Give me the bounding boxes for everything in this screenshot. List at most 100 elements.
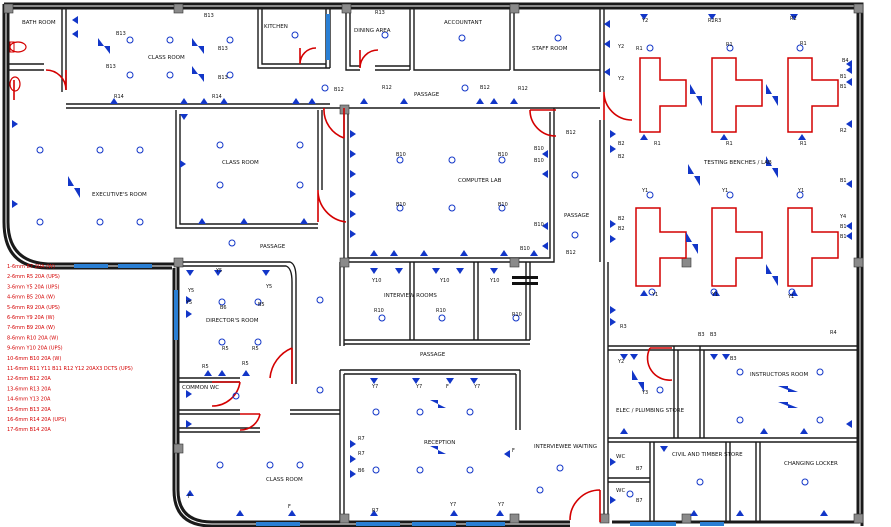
room-label-wc-2: WC bbox=[616, 488, 625, 494]
circuit-tag: B1 bbox=[840, 234, 847, 240]
circuit-tag: B13 bbox=[218, 46, 228, 52]
circuit-tag: R7 bbox=[358, 451, 365, 457]
legend-line: 16-6mm R14 20A (UPS) bbox=[7, 417, 66, 423]
circuit-tag: B12 bbox=[480, 85, 490, 91]
legend-line: 3-6mm Y5 20A (UPS) bbox=[7, 284, 59, 290]
legend-line: 1-6mm B7 20A (W) bbox=[7, 264, 55, 270]
equipment-block bbox=[512, 282, 538, 285]
circuit-tag: Y10 bbox=[489, 278, 499, 284]
legend-line: 6-6mm Y9 20A (W) bbox=[7, 315, 55, 321]
circuit-tag: B1 bbox=[840, 74, 847, 80]
circuit-tag: B2 bbox=[618, 154, 625, 160]
room-label-passage-lower: PASSAGE bbox=[420, 352, 446, 358]
circuit-tag: Y1 bbox=[797, 188, 804, 194]
toilet-fixture bbox=[9, 41, 27, 92]
circuit-tag: R14 bbox=[212, 94, 222, 100]
circuit-tag: Y7 bbox=[371, 384, 378, 390]
circuit-tag: R7 bbox=[372, 508, 379, 514]
circuit-tag: B5 bbox=[258, 302, 265, 308]
circuit-tag: B1 bbox=[840, 178, 847, 184]
circuit-tag: B4 bbox=[842, 58, 849, 64]
legend-line: 9-6mm Y10 20A (UPS) bbox=[7, 346, 63, 352]
room-label-staff: STAFF ROOM bbox=[532, 46, 568, 52]
circuit-tag: Y5 bbox=[187, 288, 194, 294]
room-label-passage-right: PASSAGE bbox=[564, 213, 590, 219]
room-label-computer-lab: COMPUTER LAB bbox=[458, 178, 502, 184]
circuit-tag: Y1 bbox=[721, 188, 728, 194]
circuit-tag: Y1 bbox=[787, 294, 794, 300]
circuit-tag: R1 bbox=[654, 141, 661, 147]
room-label-testing: TESTING BENCHES / LAB bbox=[703, 160, 772, 166]
circuit-tag: R5 bbox=[222, 346, 229, 352]
circuit-tag: Y5 bbox=[185, 300, 192, 306]
circuit-tag: B13 bbox=[116, 31, 126, 37]
circuit-tag: B10 bbox=[498, 202, 508, 208]
circuit-tag: B13 bbox=[204, 13, 214, 19]
circuit-tag: R12 bbox=[382, 85, 392, 91]
legend-line: 10-6mm B10 20A (W) bbox=[7, 356, 61, 362]
legend-line: 5-6mm R9 20A (UPS) bbox=[7, 305, 60, 311]
circuit-tag: Y3 bbox=[641, 390, 648, 396]
circuit-tag: Y2 bbox=[617, 44, 624, 50]
circuit-tags: B13 B13 B13 B13 B13 R13 R14 R14 B12 R12 … bbox=[106, 10, 849, 514]
legend-line: 13-6mm R13 20A bbox=[7, 386, 51, 392]
circuit-tag: B13 bbox=[106, 64, 116, 70]
room-label-executive: EXECUTIVE'S ROOM bbox=[92, 192, 147, 198]
circuit-tag: B3 bbox=[710, 332, 717, 338]
circuit-tag: F bbox=[446, 384, 449, 390]
room-label-classroom-2: CLASS ROOM bbox=[222, 160, 259, 166]
circuit-tag: Y1 bbox=[651, 292, 658, 298]
room-label-interview: INTERVIEW ROOMS bbox=[384, 293, 437, 299]
circuit-tag: R1 bbox=[800, 141, 807, 147]
circuit-tag: R10 bbox=[374, 308, 384, 314]
circuit-tag: B10 bbox=[396, 202, 406, 208]
circuit-tag: F bbox=[188, 494, 191, 500]
circuit-tag: R13 bbox=[375, 10, 385, 16]
circuit-tag: Y10 bbox=[371, 278, 381, 284]
legend-line: 12-6mm B12 20A bbox=[7, 376, 51, 382]
room-label-passage-top: PASSAGE bbox=[414, 92, 440, 98]
circuit-tag: B1 bbox=[840, 84, 847, 90]
room-label-passage-mid: PASSAGE bbox=[260, 244, 286, 250]
circuit-tag: Y5 bbox=[215, 268, 222, 274]
circuit-tag: R2R3 bbox=[708, 18, 721, 24]
circuit-tag: B6 bbox=[358, 468, 365, 474]
circuit-tag: B13 bbox=[218, 75, 228, 81]
circuit-tag: B10 bbox=[396, 152, 406, 158]
circuit-tag: R4 bbox=[830, 330, 837, 336]
circuit-tag: B2 bbox=[618, 226, 625, 232]
circuit-tag: R3 bbox=[620, 324, 627, 330]
room-label-interviewee: INTERVIEWEE WAITING bbox=[534, 444, 597, 450]
circuit-tag: B10 bbox=[534, 146, 544, 152]
circuit-tag: Y7 bbox=[415, 384, 422, 390]
room-label-dining: DINING AREA bbox=[354, 28, 391, 34]
circuit-tag: Y10 bbox=[439, 278, 449, 284]
room-label-accountant: ACCOUNTANT bbox=[444, 20, 483, 26]
circuit-tag: B6 bbox=[220, 305, 227, 311]
windows bbox=[74, 14, 724, 526]
room-label-reception: RECEPTION bbox=[424, 440, 455, 446]
circuit-tag: B10 bbox=[520, 246, 530, 252]
doors bbox=[13, 47, 673, 522]
circuit-tag: B12 bbox=[566, 250, 576, 256]
legend-line: 14-6mm Y13 20A bbox=[7, 397, 51, 403]
circuit-tag: Y7 bbox=[473, 384, 480, 390]
circuit-tag: B7 bbox=[636, 498, 643, 504]
room-label-wc-1: WC bbox=[616, 454, 625, 460]
circuit-tag: R10 bbox=[436, 308, 446, 314]
circuit-tag: B7 bbox=[636, 466, 643, 472]
circuit-tag: Y2 bbox=[617, 359, 624, 365]
circuit-tag: R12 bbox=[518, 86, 528, 92]
circuit-tag: B10 bbox=[534, 158, 544, 164]
circuit-tag: R1 bbox=[726, 42, 733, 48]
room-label-kitchen: KITCHEN bbox=[264, 24, 288, 30]
circuit-tag: R5 bbox=[202, 364, 209, 370]
circuit-tag: B12 bbox=[334, 87, 344, 93]
circuit-tag: R14 bbox=[114, 94, 124, 100]
legend-line: 4-6mm B5 20A (W) bbox=[7, 295, 55, 301]
circuit-tag: B3 bbox=[698, 332, 705, 338]
room-label-directors: DIRECTOR'S ROOM bbox=[206, 318, 259, 324]
circuit-tag: B1 bbox=[840, 224, 847, 230]
legend-line: 11-6mm R11 Y11 B11 R12 Y12 20AX3 DCTS (U… bbox=[7, 366, 133, 372]
